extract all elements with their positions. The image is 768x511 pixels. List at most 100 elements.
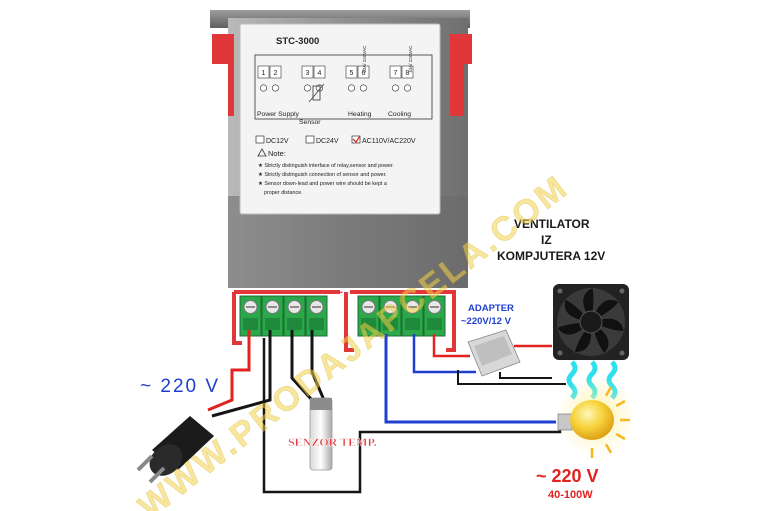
terminal-screw-symbol-7 xyxy=(391,84,399,92)
sensor-label: SENZOR TEMP. xyxy=(288,435,377,449)
terminal-number-4: 4 xyxy=(318,70,322,77)
terminal-number-1: 1 xyxy=(262,70,266,77)
bulb-glass xyxy=(570,400,614,440)
terminal-screw-symbol-1 xyxy=(259,84,267,92)
voltage-dc24: DC24V xyxy=(316,138,339,145)
label-sensor: Sensor xyxy=(299,119,321,126)
terminal-wire-entry xyxy=(243,318,258,330)
fan-title-1: VENTILATOR xyxy=(514,217,590,231)
wire-cooling-red xyxy=(432,334,470,358)
terminal-wire-entry xyxy=(361,318,376,330)
terminal-screw-symbol-6 xyxy=(359,84,367,92)
model-name: STC-3000 xyxy=(276,36,319,47)
fan-hub xyxy=(579,310,603,334)
terminal-wire-entry xyxy=(427,318,442,330)
terminal-number-3: 3 xyxy=(306,70,310,77)
terminal-cell-8 xyxy=(401,65,414,79)
wire-cooling-blue xyxy=(412,334,476,374)
voltage-dc12: DC12V xyxy=(266,138,289,145)
wire-mains-black xyxy=(211,330,272,418)
power-plug xyxy=(136,416,214,484)
terminal-cell-1 xyxy=(257,65,270,79)
terminal-block-right xyxy=(357,295,446,337)
bulb-ray xyxy=(615,432,626,441)
plug-head xyxy=(149,444,183,476)
adapter-label-2: ~220V/12 V xyxy=(461,316,512,327)
fan-title-2: IZ xyxy=(541,233,552,247)
terminal-blocks xyxy=(239,295,446,337)
mount-clip-right xyxy=(450,34,472,116)
ac-symbol: ~ xyxy=(336,285,343,299)
bracket-top-right xyxy=(350,290,456,352)
terminal-wire-entry xyxy=(405,318,420,330)
fan-screw-1 xyxy=(557,288,563,294)
note-title: Note: xyxy=(268,149,286,158)
mains-voltage-label: ~ 220 V xyxy=(140,376,220,397)
terminal-number-8: 8 xyxy=(406,70,410,77)
terminal-screw-symbol-5 xyxy=(347,84,355,92)
terminal-cell-4 xyxy=(313,65,326,79)
terminal-screw-symbol-2 xyxy=(271,84,279,92)
fan-screw-4 xyxy=(619,350,625,356)
terminal-diagram-box xyxy=(254,54,433,120)
wire-sensor-b xyxy=(310,330,326,401)
power-adapter xyxy=(467,329,521,377)
bulb-ray xyxy=(604,443,613,454)
note-4: proper distance. xyxy=(264,190,303,196)
terminal-cell-5 xyxy=(345,65,358,79)
cooling-relay-rating: 10A/ 220VAC xyxy=(408,45,413,73)
sensor-probe-cap xyxy=(310,398,332,410)
plug-pin-1 xyxy=(136,454,154,472)
adapter-grille xyxy=(474,336,512,366)
fan-screw-3 xyxy=(557,350,563,356)
terminal-number-5: 5 xyxy=(350,70,354,77)
note-1: ★ Strictly distinguish interface of rela… xyxy=(258,163,394,169)
terminal-wire-entry xyxy=(287,318,302,330)
voltage-options: DC12V DC24V AC110V/AC220V xyxy=(255,135,416,145)
plug-pin-2 xyxy=(148,466,166,484)
terminal-cell-6 xyxy=(357,65,370,79)
note-3: ★ Sensor down-lead and power wire should… xyxy=(258,181,387,187)
sensor-resistor-slash xyxy=(308,83,325,103)
terminal-wire-entry xyxy=(309,318,324,330)
terminal-wire-entry xyxy=(383,318,398,330)
wire-fan-black xyxy=(499,372,552,379)
bulb-voltage-label: ~ 220 V xyxy=(536,466,599,486)
wire-mains-red xyxy=(207,330,251,412)
label-power-supply: Power Supply xyxy=(257,111,300,118)
fan-title-3: KOMPJUTERA 12V xyxy=(497,249,605,263)
terminal-cell-3 xyxy=(301,65,314,79)
computer-fan xyxy=(553,284,629,360)
bulb-ray xyxy=(604,386,613,397)
temperature-sensor xyxy=(309,397,333,471)
wire-sensor-a xyxy=(290,330,314,402)
note-2: ★ Strictly distinguish connection of sen… xyxy=(258,172,387,178)
terminal-screw-symbol-3 xyxy=(303,84,311,92)
voltage-checkbox-ac xyxy=(351,135,361,144)
terminal-screw-symbol-4 xyxy=(315,84,323,92)
terminal-cell-2 xyxy=(269,65,282,79)
label-heating: Heating xyxy=(348,111,372,118)
mount-clip-left xyxy=(212,34,234,116)
heating-relay-rating: 10A/ 220VAC xyxy=(362,45,367,73)
label-cooling: Cooling xyxy=(388,111,411,118)
wire-heating-blue xyxy=(384,334,556,424)
terminal-number-2: 2 xyxy=(274,70,278,77)
terminal-screw-symbol-8 xyxy=(403,84,411,92)
bulb-ray xyxy=(615,399,626,408)
voltage-checkbox-dc24 xyxy=(305,135,315,144)
bulb-rays xyxy=(590,386,630,458)
light-bulb xyxy=(556,376,636,458)
bulb-socket xyxy=(557,413,573,431)
voltage-ac110-220: AC110V/AC220V xyxy=(362,138,416,145)
bracket-left xyxy=(232,292,242,345)
fan-screw-2 xyxy=(619,288,625,294)
voltage-check-mark xyxy=(352,135,361,143)
adapter-label-1: ADAPTER xyxy=(468,303,514,314)
bracket-middle xyxy=(344,292,354,352)
sensor-resistor-symbol xyxy=(312,85,321,101)
